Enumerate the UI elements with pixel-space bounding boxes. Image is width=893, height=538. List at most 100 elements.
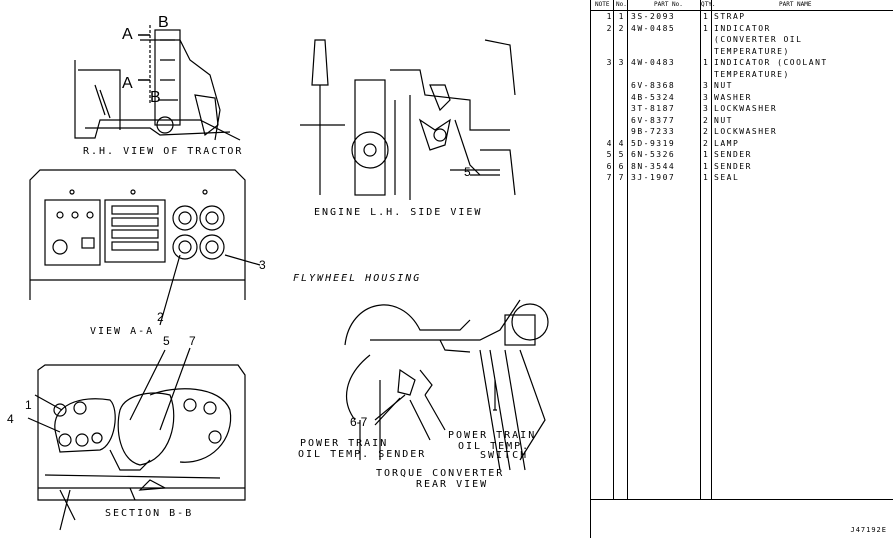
torque-converter-sketch xyxy=(344,299,549,471)
cell-part-name: (CONVERTER OIL xyxy=(714,35,803,44)
cell-part-no: 4W-0483 xyxy=(631,58,676,67)
cell-part-name: INDICATOR xyxy=(714,23,771,33)
section-bb-sketch xyxy=(27,347,401,531)
cell-qty: 2 xyxy=(703,127,710,136)
section-bb-label: SECTION B-B xyxy=(105,508,194,519)
cell-qty: 3 xyxy=(703,104,710,113)
cell-part-name: SEAL xyxy=(714,173,740,182)
table-footer: J47192E xyxy=(591,499,893,538)
cell-no: 6 xyxy=(618,161,625,171)
pt-oil-temp-sender-line2: OIL TEMP. SENDER xyxy=(298,449,427,460)
cell-qty: 1 xyxy=(703,161,710,171)
callout-2: 2 xyxy=(157,310,164,324)
pt-oil-temp-switch-line1: POWER TRAIN xyxy=(448,430,537,441)
cell-no: 5 xyxy=(618,150,625,159)
section-mark-a-bottom: A xyxy=(122,75,133,92)
table-row: TEMPERATURE) xyxy=(591,47,893,59)
cell-qty: 1 xyxy=(703,23,710,33)
table-row: 6V-8377 2 NUT xyxy=(591,116,893,128)
cell-qty: 3 xyxy=(703,92,710,102)
cell-qty: 3 xyxy=(703,81,710,90)
cell-qty: 1 xyxy=(703,58,710,67)
view-aa-label: VIEW A-A xyxy=(90,326,155,337)
cell-no: 3 xyxy=(618,58,625,67)
table-row: TEMPERATURE) xyxy=(591,70,893,82)
pt-oil-temp-switch-line2: OIL TEMP. xyxy=(458,441,531,452)
cell-qty: 1 xyxy=(703,150,710,159)
cell-part-name: SENDER xyxy=(714,161,752,171)
callout-7: 7 xyxy=(189,334,196,348)
header-note: NOTE xyxy=(595,1,610,8)
cell-part-no: 4B-5324 xyxy=(631,92,676,102)
callout-3: 3 xyxy=(259,258,266,272)
cell-no: 2 xyxy=(618,23,625,33)
cell-part-name: NUT xyxy=(714,115,733,125)
header-part-name: PART NAME xyxy=(779,1,812,8)
engine-side-view-sketch xyxy=(300,39,516,200)
header-part-no: PART No. xyxy=(654,1,683,8)
rh-view-label: R.H. VIEW OF TRACTOR xyxy=(83,146,244,157)
cell-part-no: 8N-3544 xyxy=(631,161,676,171)
cell-note: 4 xyxy=(606,138,613,148)
cell-part-no: 6V-8368 xyxy=(631,81,676,90)
callout-1: 1 xyxy=(25,398,32,412)
torque-converter-line2: REAR VIEW xyxy=(416,479,489,490)
cell-part-no: 3J-1907 xyxy=(631,173,676,182)
cell-part-no: 5D-9319 xyxy=(631,138,676,148)
section-mark-a-top: A xyxy=(122,26,133,43)
cell-qty: 1 xyxy=(703,173,710,182)
cell-note: 7 xyxy=(606,173,613,182)
column-divider xyxy=(613,0,614,500)
rh-view-tractor-sketch xyxy=(74,25,241,141)
cell-part-no: 3S-2093 xyxy=(631,12,676,21)
cell-note: 2 xyxy=(606,23,613,33)
cell-part-name: LOCKWASHER xyxy=(714,127,778,136)
cell-part-no: 3T-8187 xyxy=(631,104,676,113)
section-mark-b-bottom: B xyxy=(150,89,161,106)
cell-part-name: LAMP xyxy=(714,138,740,148)
cell-qty: 2 xyxy=(703,115,710,125)
callout-5-section: 5 xyxy=(163,334,170,348)
cell-part-no: 9B-7233 xyxy=(631,127,676,136)
cell-part-no: 4W-0485 xyxy=(631,23,676,33)
view-aa-panel-sketch xyxy=(29,169,261,326)
table-row: 9B-7233 2 LOCKWASHER xyxy=(591,127,893,139)
engine-view-label: ENGINE L.H. SIDE VIEW xyxy=(314,207,483,218)
callout-5-engine: 5 xyxy=(464,165,471,179)
table-header: NOTE No. PART No. QTY. PART NAME xyxy=(591,0,893,11)
cell-part-no: 6V-8377 xyxy=(631,115,676,125)
cell-part-name: INDICATOR (COOLANT xyxy=(714,58,828,67)
column-divider xyxy=(700,0,701,500)
cell-part-name: STRAP xyxy=(714,12,746,21)
torque-converter-line1: TORQUE CONVERTER xyxy=(376,468,505,479)
illustration-svg xyxy=(27,25,549,531)
cell-part-name: TEMPERATURE) xyxy=(714,69,790,79)
drawing-reference-number: J47192E xyxy=(850,526,887,534)
cell-part-name: TEMPERATURE) xyxy=(714,46,790,56)
cell-no: 7 xyxy=(618,173,625,182)
cell-note: 3 xyxy=(606,58,613,67)
cell-note: 1 xyxy=(606,12,613,21)
pt-oil-temp-switch-line3: SWITCH xyxy=(480,450,529,461)
flywheel-housing-label: FLYWHEEL HOUSING xyxy=(293,273,422,284)
callout-6-7: 6-7 xyxy=(350,415,368,429)
column-divider xyxy=(711,0,712,500)
cell-no: 4 xyxy=(618,138,625,148)
cell-qty: 1 xyxy=(703,12,710,21)
cell-no: 1 xyxy=(618,12,625,21)
pt-oil-temp-sender-line1: POWER TRAIN xyxy=(300,438,389,449)
column-divider xyxy=(627,0,628,500)
table-row: (CONVERTER OIL xyxy=(591,35,893,47)
header-qty: QTY. xyxy=(701,1,716,8)
